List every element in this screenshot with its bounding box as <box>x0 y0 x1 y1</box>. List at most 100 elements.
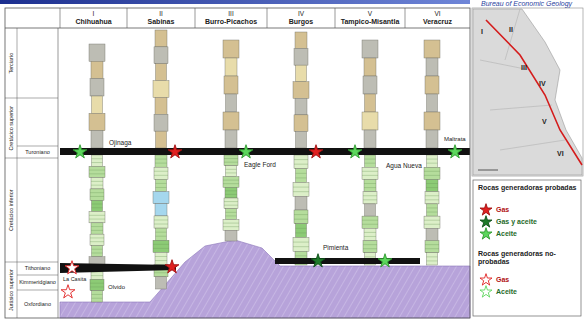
layer-texture <box>154 219 168 220</box>
age-line <box>17 146 58 147</box>
rock-layer <box>295 98 307 115</box>
legend-star <box>480 204 492 215</box>
layer-texture <box>91 185 103 186</box>
legend-heading: Rocas generadoras no-probadas <box>477 250 579 265</box>
layer-texture <box>427 256 438 257</box>
layer-texture <box>425 244 439 245</box>
rock-layer <box>90 234 104 245</box>
layer-texture <box>424 224 440 225</box>
formation-name: Maltrata <box>443 136 467 143</box>
map-number: IV <box>538 80 547 88</box>
basin-number: III <box>228 10 233 17</box>
state-border <box>490 105 552 110</box>
layer-texture <box>224 205 238 206</box>
rock-layer <box>296 131 307 148</box>
layer-texture <box>92 207 103 208</box>
column-divider <box>195 8 196 28</box>
layer-texture <box>153 248 169 249</box>
layer-texture <box>154 224 168 225</box>
rock-layer <box>224 155 238 166</box>
layer-texture <box>91 181 103 182</box>
layer-texture <box>293 191 309 192</box>
layer-texture <box>91 230 103 231</box>
rock-layer <box>427 155 438 167</box>
layer-texture <box>365 256 376 257</box>
age-name: Cretácico superior <box>8 106 14 151</box>
layer-texture <box>89 219 105 220</box>
legend-text: Aceite <box>496 230 517 238</box>
age-cell: Kimmeridgiano <box>17 275 58 290</box>
rock-layer <box>91 223 103 234</box>
layer-texture <box>92 253 103 254</box>
layer-texture <box>427 163 438 164</box>
rock-layer <box>363 241 377 253</box>
source-star <box>378 254 392 267</box>
frame-border <box>5 8 470 318</box>
legend-text: Gas y aceite <box>496 218 537 226</box>
layer-texture <box>293 187 309 188</box>
section-line <box>486 20 582 165</box>
rock-layer <box>156 228 167 240</box>
layer-texture <box>426 187 438 188</box>
rock-layer <box>294 210 308 224</box>
layer-texture <box>155 256 167 257</box>
layer-texture <box>224 158 238 159</box>
rock-layer <box>90 279 104 290</box>
rock-layer <box>92 155 103 166</box>
source-star <box>239 145 253 158</box>
layer-texture <box>89 173 105 174</box>
layer-texture <box>154 175 168 176</box>
age-line <box>5 262 58 263</box>
column-divider <box>335 8 336 28</box>
rock-layer <box>365 94 376 112</box>
source-rock-band <box>60 148 470 155</box>
layer-texture <box>92 298 103 299</box>
rock-layer <box>92 96 103 113</box>
state-border <box>500 140 565 150</box>
location-map <box>472 8 583 176</box>
formation-name: La Casita <box>62 276 87 282</box>
rock-layer <box>293 238 309 252</box>
layer-texture <box>224 162 238 163</box>
age-line <box>5 158 58 159</box>
rock-layer <box>156 131 167 148</box>
layer-texture <box>425 199 439 200</box>
map-number: V <box>541 118 548 126</box>
rock-layer <box>363 76 377 94</box>
rock-layer <box>426 58 438 76</box>
age-cell: Tithoniano <box>17 262 58 275</box>
layer-texture <box>424 175 440 176</box>
layer-texture <box>362 175 378 176</box>
layer-texture <box>295 255 307 256</box>
column-divider <box>267 8 268 28</box>
layer-texture <box>226 169 237 170</box>
layer-texture <box>363 244 377 245</box>
layer-texture <box>89 215 105 216</box>
legend-heading: Rocas generadoras probadas <box>477 184 579 192</box>
rock-layer <box>362 40 378 58</box>
legend-star <box>480 274 492 285</box>
layer-texture <box>296 228 307 229</box>
rock-layer <box>225 130 237 148</box>
land-area <box>473 9 582 175</box>
rock-layer <box>296 169 307 183</box>
layer-texture <box>362 171 378 172</box>
basin-number: VI <box>434 10 440 17</box>
rock-layer <box>154 47 168 64</box>
layer-texture <box>363 248 377 249</box>
rock-layer <box>424 112 440 130</box>
source-star <box>448 145 462 158</box>
layer-texture <box>427 260 438 261</box>
basin-number: II <box>159 10 163 17</box>
rock-layer <box>90 79 104 96</box>
basin-header: VTampico-Misantla <box>335 8 405 28</box>
source-star <box>65 261 79 274</box>
rock-layer <box>91 61 103 78</box>
formation-name: Eagle Ford <box>243 161 277 168</box>
rock-layer <box>364 228 376 240</box>
age-name: Oxfordiano <box>24 301 51 307</box>
rock-layer <box>153 81 169 98</box>
rock-layer <box>223 177 239 188</box>
rock-layer <box>226 94 237 112</box>
chart-frame <box>5 8 470 318</box>
